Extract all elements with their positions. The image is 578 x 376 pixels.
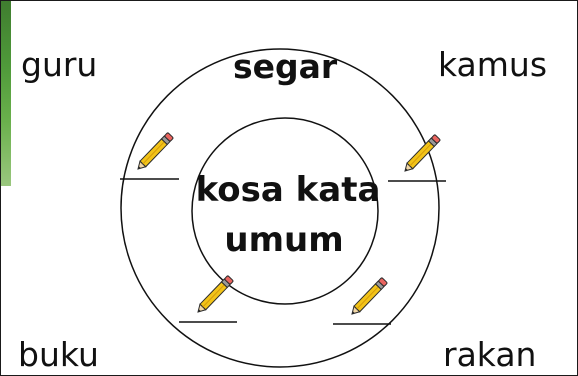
inner-circle	[191, 117, 379, 305]
pencil-icon	[348, 276, 389, 318]
pencil-icon	[401, 133, 442, 175]
green-edge-decoration	[1, 1, 11, 186]
word-rakan: rakan	[443, 335, 537, 374]
word-segar: segar	[233, 47, 338, 86]
pencil-icon	[134, 131, 175, 173]
word-buku: buku	[18, 335, 99, 374]
center-title-line1: kosa kata	[195, 170, 381, 210]
word-guru: guru	[21, 45, 98, 84]
word-kamus: kamus	[438, 45, 548, 84]
outer-circle	[120, 48, 440, 368]
center-title-line2: umum	[224, 220, 344, 260]
pencil-icon	[194, 274, 235, 316]
